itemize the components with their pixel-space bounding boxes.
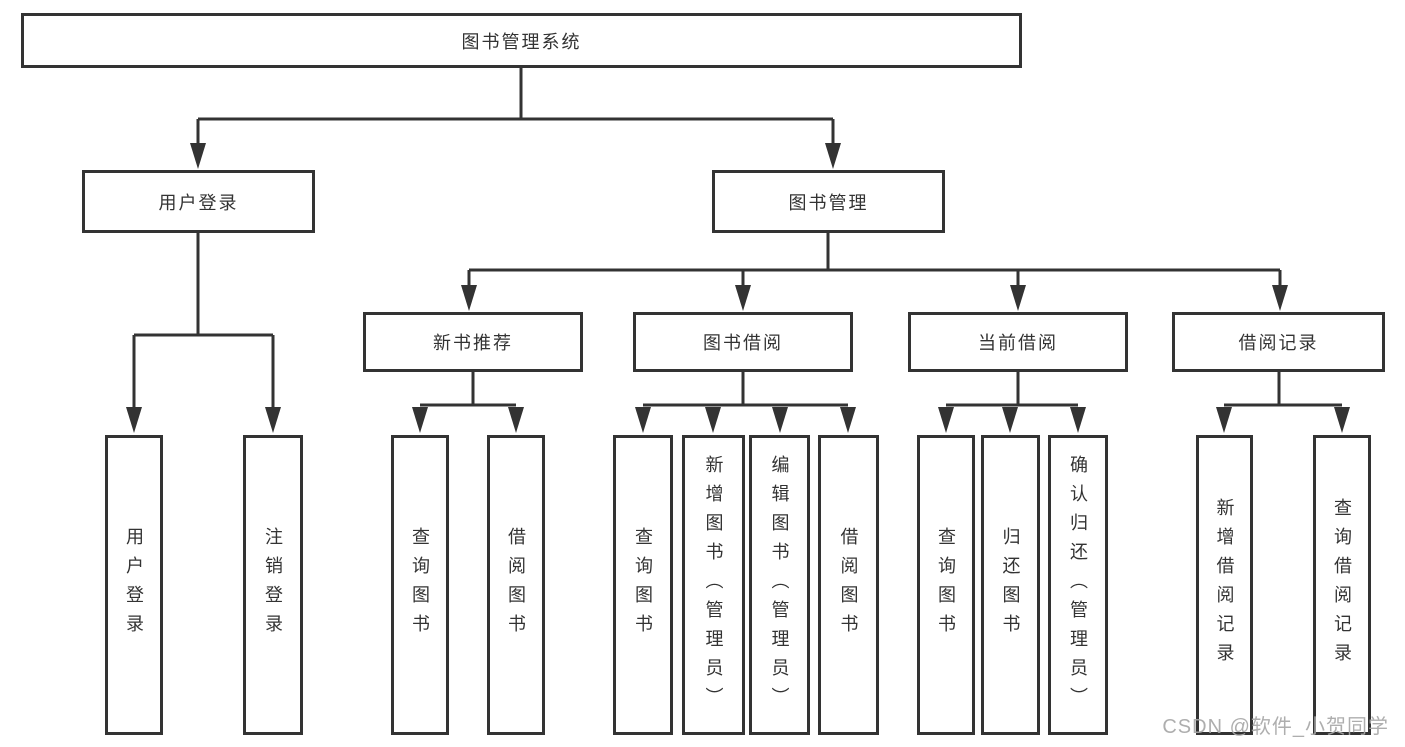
node-book-borrow: 图书借阅 — [633, 312, 853, 372]
leaf-return-book: 归还图书 — [981, 435, 1040, 735]
leaf-borrow-books-recommend: 借阅图书 — [487, 435, 545, 735]
node-current-borrow: 当前借阅 — [908, 312, 1128, 372]
leaf-query-books-borrow: 查询图书 — [613, 435, 673, 735]
leaf-user-login: 用户登录 — [105, 435, 163, 735]
node-user-login: 用户登录 — [82, 170, 315, 233]
leaf-query-borrow-record: 查询借阅记录 — [1313, 435, 1371, 735]
leaf-add-book-admin: 新增图书（管理员） — [682, 435, 745, 735]
leaf-borrow-books: 借阅图书 — [818, 435, 879, 735]
leaf-logout: 注销登录 — [243, 435, 303, 735]
leaf-edit-book-admin: 编辑图书（管理员） — [749, 435, 810, 735]
node-book-management: 图书管理 — [712, 170, 945, 233]
arrowheads — [126, 143, 1350, 433]
node-root: 图书管理系统 — [21, 13, 1022, 68]
leaf-add-borrow-record: 新增借阅记录 — [1196, 435, 1253, 735]
leaf-confirm-return-admin: 确认归还（管理员） — [1048, 435, 1108, 735]
leaf-query-books-current: 查询图书 — [917, 435, 975, 735]
csdn-watermark: CSDN @软件_小贺同学 — [1162, 716, 1389, 738]
node-new-book-recommend: 新书推荐 — [363, 312, 583, 372]
node-borrow-records: 借阅记录 — [1172, 312, 1385, 372]
leaf-query-books-recommend: 查询图书 — [391, 435, 449, 735]
